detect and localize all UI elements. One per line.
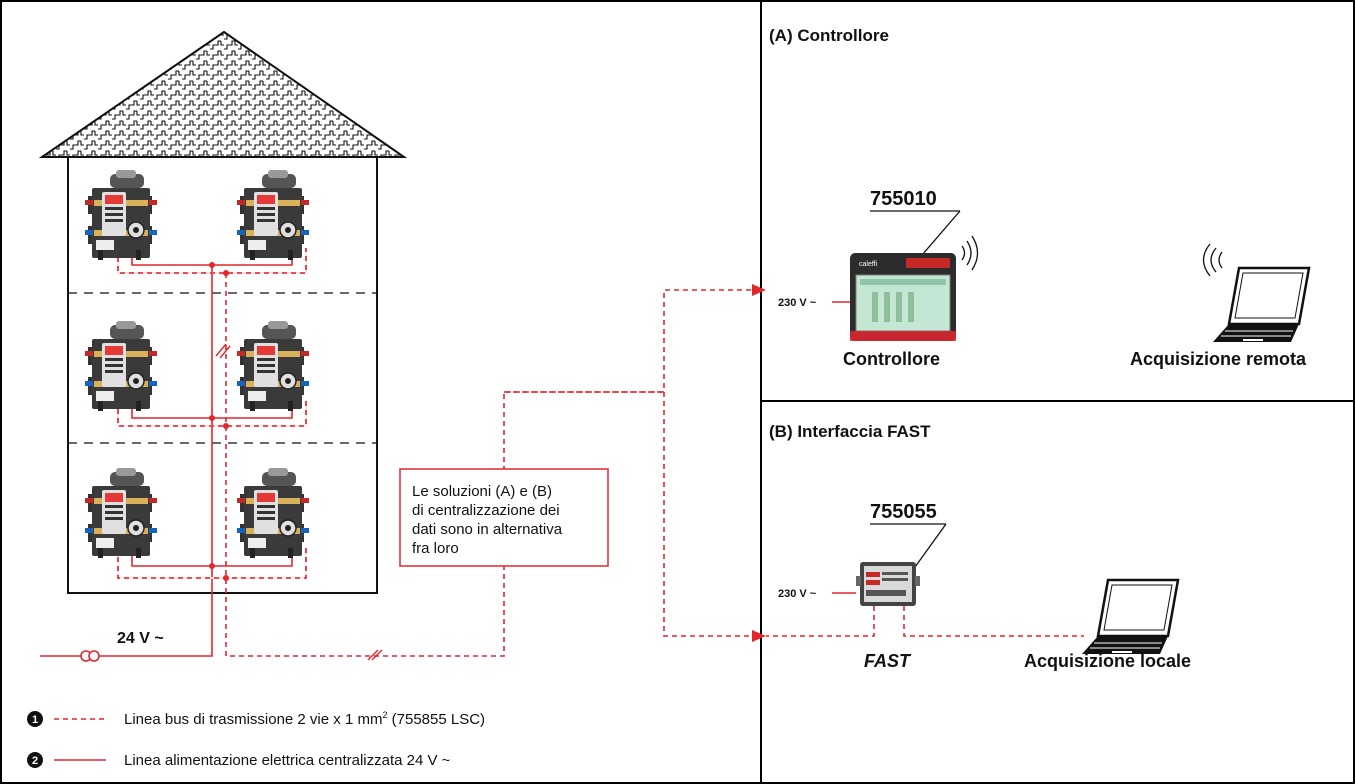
legend-marker-1 [27, 711, 43, 727]
local-laptop-icon [1080, 578, 1180, 656]
remote-wireless-icon [1202, 243, 1223, 277]
legend-item-1: Linea bus di trasmissione 2 vie x 1 mm2 … [124, 710, 485, 728]
note-line-1: Le soluzioni (A) e (B) [412, 483, 552, 500]
panel-a-code: 755010 [870, 188, 937, 210]
panel-b-code: 755055 [870, 501, 937, 523]
controller-brand: caleffi [859, 261, 878, 268]
legend-marker-1-text: 1 [32, 714, 38, 726]
note-line-3: dati sono in alternativa [412, 521, 563, 538]
note-box [399, 468, 609, 567]
panel-a-title: (A) Controllore [769, 26, 889, 45]
fast-interface-device [856, 562, 920, 606]
panel-b-title: (B) Interfaccia FAST [769, 422, 931, 441]
remote-label: Acquisizione remota [1130, 349, 1307, 369]
panel-a-voltage: 230 V ~ [778, 297, 817, 309]
legend-item-2: Linea alimentazione elettrica centralizz… [124, 752, 451, 769]
fast-label: FAST [864, 651, 912, 671]
note-line-4: fra loro [412, 540, 459, 557]
note-line-2: di centralizzazione dei [412, 502, 560, 519]
legend-marker-2 [27, 752, 43, 768]
note-text: Le soluzioni (A) e (B) di centralizzazio… [412, 483, 563, 557]
panel-b-voltage: 230 V ~ [778, 588, 817, 600]
remote-laptop-icon [1211, 266, 1311, 344]
supply-label: 24 V ~ [117, 630, 164, 647]
wireless-icon [961, 235, 979, 271]
local-label: Acquisizione locale [1024, 651, 1191, 671]
controller-device: caleffi [850, 253, 956, 341]
controller-label: Controllore [843, 349, 940, 369]
legend-marker-2-text: 2 [32, 755, 38, 767]
legend: 1 Linea bus di trasmissione 2 vie x 1 mm… [27, 710, 485, 769]
